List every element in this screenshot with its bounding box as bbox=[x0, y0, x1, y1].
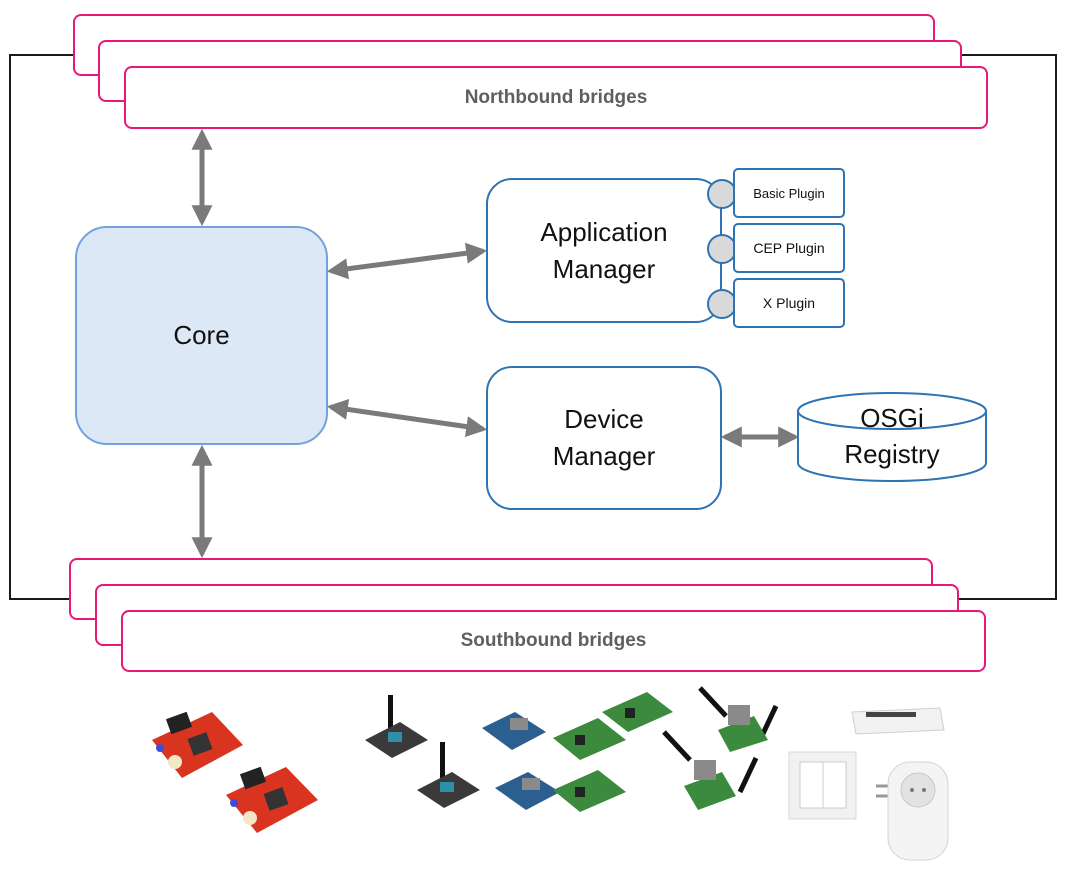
antenna-gateway-board-icon bbox=[662, 686, 779, 810]
plugin-basic: Basic Plugin bbox=[733, 168, 845, 218]
device-manager-box: Device Manager bbox=[486, 366, 722, 510]
plugin-socket-icon bbox=[707, 289, 737, 319]
device-manager-label-line1: Device bbox=[564, 404, 644, 434]
plugin-label: CEP Plugin bbox=[753, 240, 825, 256]
smart-plug-icon bbox=[876, 761, 949, 861]
southbound-bridges-label: Southbound bridges bbox=[460, 630, 647, 651]
plugin-label: Basic Plugin bbox=[753, 185, 825, 201]
wall-switch-icon bbox=[788, 751, 857, 820]
registry-label-line2: Registry bbox=[844, 439, 940, 469]
led-controller-icon bbox=[851, 707, 945, 735]
arduino-board-icon bbox=[482, 712, 560, 810]
core-label: Core bbox=[173, 320, 230, 350]
plugin-label: X Plugin bbox=[762, 295, 816, 311]
core-box: Core bbox=[75, 226, 328, 445]
plugin-x: X Plugin bbox=[733, 278, 845, 328]
green-dev-board-icon bbox=[553, 692, 673, 812]
application-manager-label-line1: Application bbox=[540, 216, 668, 247]
registry-label-line1: OSGi bbox=[860, 403, 924, 433]
southbound-bridges: Southbound bridges bbox=[121, 610, 986, 672]
osgi-registry: OSGi Registry bbox=[798, 398, 986, 474]
plugin-cep: CEP Plugin bbox=[733, 223, 845, 273]
plugin-socket-icon bbox=[707, 179, 737, 209]
application-manager-box: Application Manager bbox=[486, 178, 722, 323]
application-manager-label-line2: Manager bbox=[552, 253, 656, 284]
radio-module-board-icon bbox=[365, 695, 480, 808]
northbound-bridges: Northbound bridges bbox=[124, 66, 988, 129]
northbound-bridges-label: Northbound bridges bbox=[464, 86, 648, 108]
red-sensor-board-icon bbox=[152, 711, 318, 833]
device-manager-label-line2: Manager bbox=[552, 441, 656, 471]
